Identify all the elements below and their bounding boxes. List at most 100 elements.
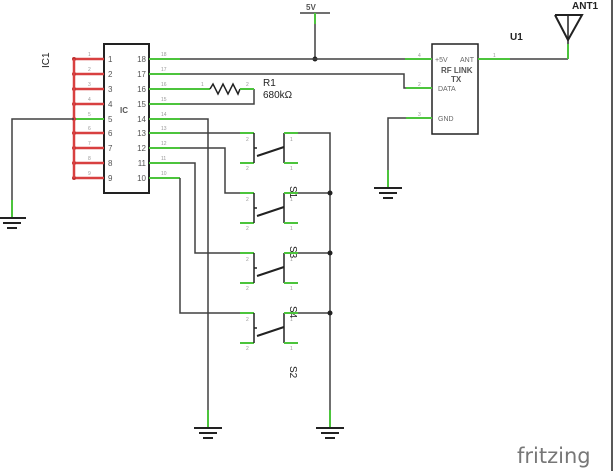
pin-label: 1 xyxy=(108,55,113,64)
ground-symbol xyxy=(194,410,222,439)
pin-number: 15 xyxy=(161,97,167,103)
pin-number: 1 xyxy=(290,286,293,292)
pin-number: 2 xyxy=(246,137,249,143)
ant1-ref: ANT1 xyxy=(572,1,599,12)
pin-label: 4 xyxy=(108,100,113,109)
pin-number: 1 xyxy=(290,197,293,203)
ic1-right-pin[interactable]: 12 12 xyxy=(137,141,180,153)
pin-label: 9 xyxy=(108,174,113,183)
resistor-r1[interactable]: 1 2 R1 680kΩ xyxy=(180,78,293,101)
wire-pin5-gnd xyxy=(11,118,74,200)
pin-label: 5 xyxy=(108,115,113,124)
u1-pin-gnd: GND xyxy=(438,116,454,123)
u1-rf-link-tx[interactable]: +5V ANT DATA GND RF LINK TX 4 2 3 1 U1 xyxy=(405,32,523,135)
pin-number: 1 xyxy=(290,226,293,232)
pin-number: 2 xyxy=(246,346,249,352)
ground-symbol xyxy=(0,200,26,229)
pin-number: 9 xyxy=(88,171,91,177)
pin-number: 6 xyxy=(88,126,91,132)
u1-pn-gnd: 3 xyxy=(418,112,421,118)
pin-label: 12 xyxy=(137,144,146,153)
pin-number: 17 xyxy=(161,67,167,73)
pin-label: 7 xyxy=(108,144,113,153)
u1-pn-ant: 1 xyxy=(493,53,496,59)
ground-symbol xyxy=(374,170,402,199)
u1-title-1: RF LINK xyxy=(441,66,473,75)
pin-number: 18 xyxy=(161,52,167,58)
r1-pin1: 1 xyxy=(201,82,204,88)
ic1-title: IC xyxy=(120,106,128,115)
power-label: 5V xyxy=(306,3,316,12)
pin-number: 7 xyxy=(88,141,91,147)
pin-number: 3 xyxy=(88,82,91,88)
pin-number: 1 xyxy=(290,137,293,143)
ground-symbol xyxy=(316,410,344,439)
pin-label: 13 xyxy=(137,129,146,138)
antenna-ant1[interactable]: ANT1 xyxy=(554,1,599,59)
pin-label: 6 xyxy=(108,129,113,138)
r1-ref: R1 xyxy=(263,78,276,89)
u1-ref: U1 xyxy=(510,32,523,43)
pin-number: 2 xyxy=(246,197,249,203)
u1-pin-ant: ANT xyxy=(460,57,475,64)
wire-r1-pin15 xyxy=(180,89,255,105)
junction xyxy=(327,250,333,256)
ic1-right-pin[interactable]: 10 10 xyxy=(137,171,180,183)
wire-pin11-s4 xyxy=(180,162,240,254)
pin-number: 1 xyxy=(290,166,293,172)
pin-number: 1 xyxy=(290,257,293,263)
pin-number: 12 xyxy=(161,141,167,147)
pin-label: 14 xyxy=(137,115,146,124)
pin-number: 5 xyxy=(88,112,91,118)
u1-pin-data: DATA xyxy=(438,86,456,93)
pin-label: 16 xyxy=(137,85,146,94)
wire-u1-gnd xyxy=(387,117,406,170)
ic1-right-pin[interactable]: 14 14 xyxy=(137,112,180,124)
pin-number: 2 xyxy=(246,166,249,172)
pin-number: 11 xyxy=(161,156,166,162)
wire-pin10-s2 xyxy=(179,178,240,314)
u1-pin-vcc: +5V xyxy=(435,57,448,64)
wire-pin12-s3 xyxy=(180,147,240,194)
pin-label: 18 xyxy=(137,55,146,64)
pin-label: 3 xyxy=(108,85,113,94)
wire-pin17-data xyxy=(180,73,406,89)
pin-label: 2 xyxy=(108,70,113,79)
pin-number: 2 xyxy=(246,286,249,292)
r1-pin2: 2 xyxy=(246,82,249,88)
pin-number: 8 xyxy=(88,156,91,162)
pin-label: 10 xyxy=(137,174,146,183)
ic1-right-pin[interactable]: 13 13 xyxy=(137,126,180,138)
pin-number: 2 xyxy=(246,257,249,263)
pin-number: 13 xyxy=(161,126,167,132)
u1-title-2: TX xyxy=(451,75,462,84)
pin-number: 1 xyxy=(88,52,91,58)
pin-label: 15 xyxy=(137,100,146,109)
ic1-ref: IC1 xyxy=(41,52,52,68)
pin-number: 1 xyxy=(290,346,293,352)
r1-value: 680kΩ xyxy=(263,90,293,101)
pin-number: 16 xyxy=(161,82,167,88)
junction xyxy=(327,310,333,316)
pin-number: 2 xyxy=(246,226,249,232)
pin-label: 8 xyxy=(108,159,113,168)
fritzing-logo: fritzing xyxy=(517,444,591,468)
switch-ref: S2 xyxy=(287,366,298,379)
u1-pn-data: 2 xyxy=(418,82,421,88)
pin-number: 10 xyxy=(161,171,167,177)
pin-number: 2 xyxy=(88,67,91,73)
junction xyxy=(327,190,333,196)
pin-number: 14 xyxy=(161,112,167,118)
pin-number: 2 xyxy=(246,317,249,323)
